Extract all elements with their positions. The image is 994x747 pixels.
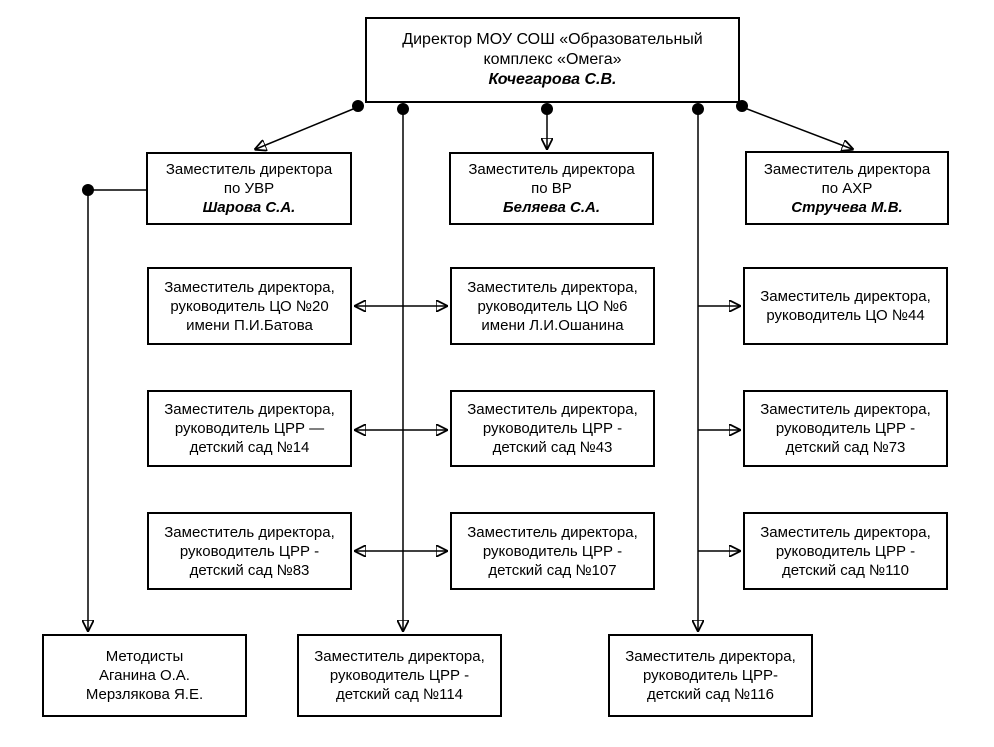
box-text-line: Заместитель директора,: [467, 401, 638, 418]
box-text-line: комплекс «Омега»: [483, 51, 622, 68]
deputy-uvr-name: Шарова С.А.: [202, 199, 296, 216]
box-text-line: руководитель ЦРР -: [329, 667, 470, 684]
box-co44: Заместитель директора, руководитель ЦО №…: [743, 267, 948, 345]
box-ds83: Заместитель директора, руководитель ЦРР …: [147, 512, 352, 590]
box-text-line: руководитель ЦО №6: [477, 297, 628, 315]
box-text-line: руководитель ЦРР-: [642, 667, 779, 684]
box-text-line: по УВР: [223, 180, 275, 197]
box-ds110: Заместитель директора, руководитель ЦРР …: [743, 512, 948, 590]
box-text-line: по АХР: [821, 179, 873, 197]
box-co20: Заместитель директора, руководитель ЦО №…: [147, 267, 352, 345]
box-ds114: Заместитель директора, руководитель ЦРР …: [297, 634, 502, 717]
director-name: Кочегарова С.В.: [488, 71, 617, 88]
box-text-line: детский сад №73: [785, 439, 906, 456]
box-deputy-uvr: Заместитель директора по УВР Шарова С.А.: [146, 152, 352, 225]
box-ds107: Заместитель директора, руководитель ЦРР …: [450, 512, 655, 590]
box-text-line: по ВР: [531, 180, 572, 197]
box-deputy-ahr: Заместитель директора по АХР Стручева М.…: [745, 151, 949, 225]
connector-dot: [352, 100, 364, 112]
box-text-line: Заместитель директора,: [164, 523, 335, 541]
box-text-line: Заместитель директора: [165, 161, 333, 178]
box-text-line: руководитель ЦО №20: [170, 297, 329, 315]
connector-dot: [397, 103, 409, 115]
box-text-line: руководитель ЦРР -: [775, 420, 916, 437]
box-deputy-vr: Заместитель директора по ВР Беляева С.А.: [449, 152, 654, 225]
box-text-line: детский сад №83: [189, 561, 310, 579]
box-ds14: Заместитель директора, руководитель ЦРР …: [147, 390, 352, 467]
box-text-line: Аганина О.А.: [99, 667, 190, 684]
connector-dot: [692, 103, 704, 115]
box-text-line: имени Л.И.Ошанина: [481, 316, 624, 334]
box-text-line: Методисты: [105, 648, 184, 665]
box-text-line: имени П.И.Батова: [186, 316, 313, 334]
box-text-line: детский сад №116: [646, 686, 775, 703]
box-text-line: руководитель ЦРР -: [179, 542, 320, 560]
box-text-line: Заместитель директора,: [625, 648, 796, 665]
box-text-line: Заместитель директора: [763, 160, 931, 178]
box-text-line: Заместитель директора,: [760, 288, 931, 305]
box-text-line: руководитель ЦРР —: [174, 420, 325, 437]
box-text-line: Заместитель директора,: [314, 648, 485, 665]
box-text-line: детский сад №14: [189, 439, 310, 456]
deputy-vr-name: Беляева С.А.: [502, 199, 601, 216]
box-text-line: Заместитель директора,: [760, 523, 931, 541]
box-text-line: Заместитель директора,: [467, 523, 638, 541]
box-ds73: Заместитель директора, руководитель ЦРР …: [743, 390, 948, 467]
box-ds116: Заместитель директора, руководитель ЦРР-…: [608, 634, 813, 717]
box-text-line: детский сад №43: [492, 439, 613, 456]
box-text-line: руководитель ЦРР -: [775, 542, 916, 560]
box-text-line: Директор МОУ СОШ «Образовательный: [402, 31, 703, 48]
box-text-line: Заместитель директора,: [164, 278, 335, 296]
box-text-line: Мерзлякова Я.Е.: [85, 686, 204, 703]
connector-director-to-ahr: [741, 106, 852, 149]
box-text-line: руководитель ЦРР -: [482, 542, 623, 560]
box-director: Директор МОУ СОШ «Образовательный компле…: [365, 17, 740, 103]
box-text-line: детский сад №107: [488, 561, 617, 579]
box-text-line: Заместитель директора,: [467, 278, 638, 296]
box-co6: Заместитель директора, руководитель ЦО №…: [450, 267, 655, 345]
box-text-line: Заместитель директора,: [760, 401, 931, 418]
box-methodists: Методисты Аганина О.А. Мерзлякова Я.Е.: [42, 634, 247, 717]
box-text-line: руководитель ЦО №44: [766, 307, 925, 324]
box-text-line: Заместитель директора,: [164, 401, 335, 418]
box-text-line: руководитель ЦРР -: [482, 420, 623, 437]
box-text-line: детский сад №114: [335, 686, 464, 703]
box-ds43: Заместитель директора, руководитель ЦРР …: [450, 390, 655, 467]
box-text-line: Заместитель директора: [468, 161, 635, 178]
connector-dot: [541, 103, 553, 115]
connector-dot: [736, 100, 748, 112]
connector-director-to-uvr: [256, 106, 359, 149]
deputy-ahr-name: Стручева М.В.: [791, 198, 903, 216]
box-text-line: детский сад №110: [781, 561, 910, 579]
connector-dot: [82, 184, 94, 196]
